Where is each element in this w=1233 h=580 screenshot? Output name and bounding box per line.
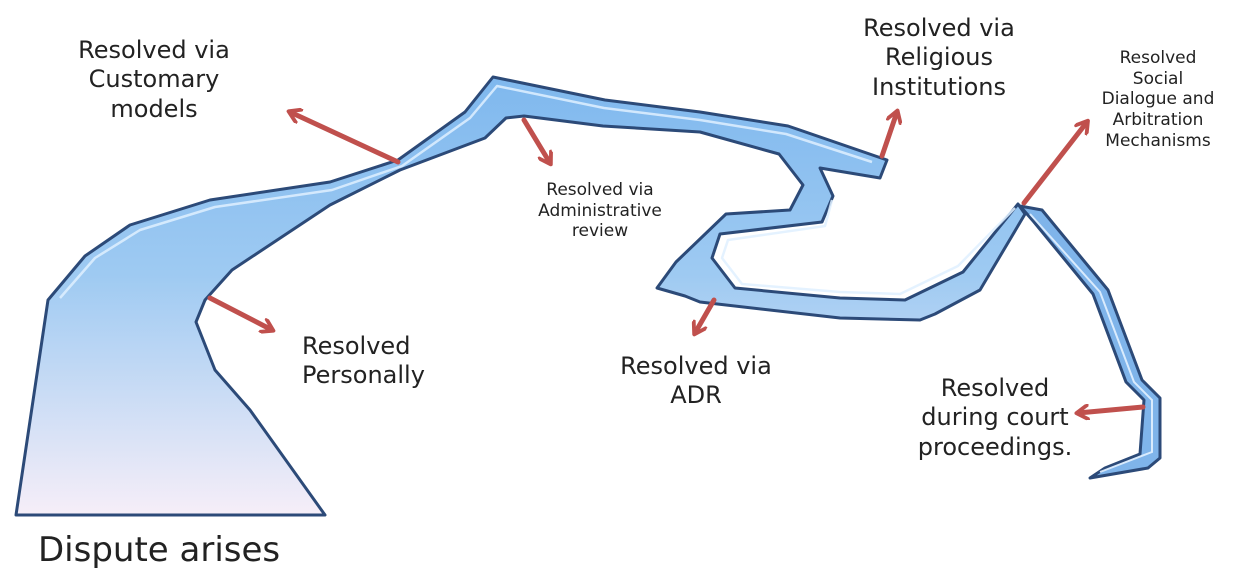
label-religious: Resolved via Religious Institutions [863,14,1015,101]
diagram-title: Dispute arises [38,530,281,570]
label-social: Resolved Social Dialogue and Arbitration… [1101,48,1215,151]
arrow-court [1078,407,1146,413]
river-body [14,75,1027,517]
arrow-administrative [521,117,550,163]
label-personally: Resolved Personally [302,332,425,390]
river-thin-highlight [1029,213,1153,473]
label-adr: Resolved via ADR [620,352,772,410]
river-thin-channel [1018,204,1162,480]
arrow-social [1021,122,1087,206]
arrow-religious [879,112,897,159]
label-court: Resolved during court proceedings. [917,374,1073,461]
label-administrative: Resolved via Administrative review [538,180,662,242]
river-highlight [59,84,1016,299]
label-customary: Resolved via Customary models [78,36,230,123]
arrow-adr [695,297,717,333]
arrows [207,112,1146,413]
arrow-personally [207,295,272,330]
arrow-customary [290,112,401,165]
